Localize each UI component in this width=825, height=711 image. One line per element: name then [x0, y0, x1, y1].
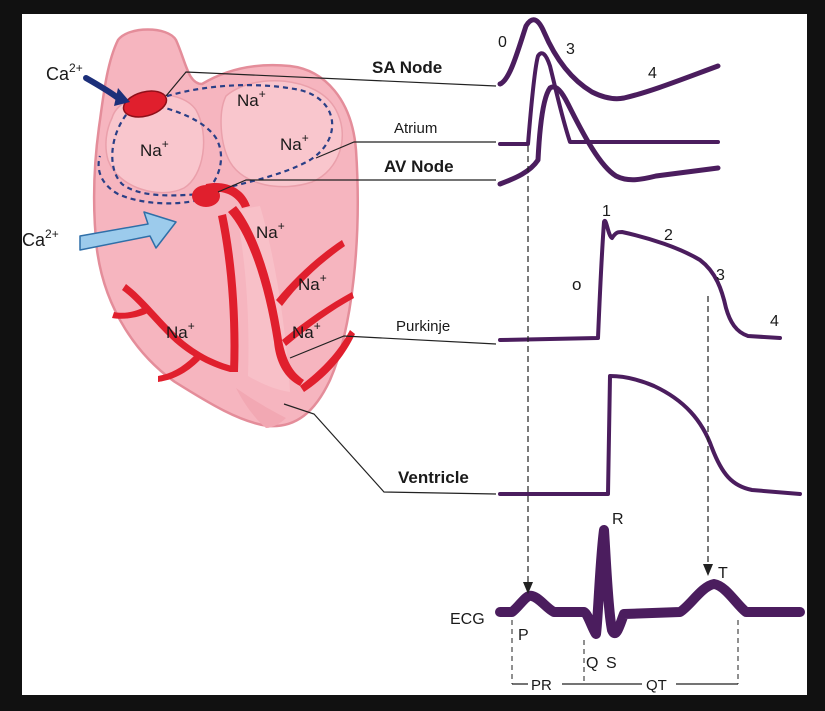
cardiac-action-potential-diagram: Ca2+ Ca2+ Na+ Na+ Na+ Na+ Na+ Na+ Na+ SA…: [22, 17, 805, 694]
leader-purkinje: [289, 335, 497, 359]
label-ventricle: Ventricle: [398, 468, 469, 487]
action-potential-traces: [495, 17, 805, 639]
leader-ventricle: [283, 403, 497, 495]
right-bundle-branch: [218, 214, 239, 372]
trace-sa-node: [497, 17, 721, 102]
internodal-pathways: [97, 84, 334, 205]
phase-pk-4: 4: [770, 313, 779, 330]
wave-p: P: [518, 627, 529, 644]
ecg-wave-labels: P Q R S T: [518, 511, 728, 672]
phase-pk-0: o: [572, 275, 581, 294]
na-label-6: Na+: [166, 319, 195, 342]
ca-arrow-dark-icon: [83, 75, 121, 101]
timing-guides: PR QT: [511, 146, 739, 694]
leader-atrium: [315, 141, 496, 159]
sa-node: [122, 90, 168, 118]
label-purkinje: Purkinje: [396, 318, 450, 335]
trace-purkinje: [498, 218, 782, 342]
right-atrium-lobe: [105, 93, 205, 194]
leader-av-node: [217, 179, 496, 193]
phase-sa-3: 3: [566, 41, 575, 58]
interval-qt: QT: [646, 677, 667, 694]
interval-pr: PR: [531, 677, 552, 694]
right-fibers: [112, 284, 232, 382]
phase-pk-2: 2: [664, 227, 673, 244]
wave-s: S: [606, 655, 617, 672]
av-node: [192, 185, 220, 207]
ca-arrow-light-icon: [79, 211, 177, 251]
na-label-3: Na+: [280, 131, 309, 154]
left-fibers: [276, 240, 355, 392]
trace-ecg: [495, 525, 805, 639]
label-av-node: AV Node: [384, 157, 454, 176]
leader-sa-node: [165, 71, 497, 97]
na-label-7: Na+: [292, 319, 321, 342]
leader-lines: [165, 71, 497, 495]
phase-pk-3: 3: [716, 267, 725, 284]
arrowhead-p-icon: [523, 582, 533, 594]
left-bundle-branch: [228, 206, 304, 386]
na-label-2: Na+: [140, 137, 169, 160]
arrowhead-t-icon: [703, 564, 713, 576]
wave-t: T: [718, 565, 728, 582]
apex-fold: [236, 388, 286, 428]
heart-illustration: [92, 28, 359, 428]
wave-r: R: [612, 511, 624, 528]
trace-av-node: [497, 84, 721, 187]
phase-sa-4: 4: [648, 65, 657, 82]
ion-labels: Ca2+ Ca2+ Na+ Na+ Na+ Na+ Na+ Na+ Na+: [22, 61, 327, 342]
trace-atrium: [498, 51, 720, 146]
label-ecg: ECG: [450, 611, 485, 628]
label-sa-node: SA Node: [372, 58, 442, 77]
phase-pk-1: 1: [602, 203, 611, 220]
diagram-panel: Ca2+ Ca2+ Na+ Na+ Na+ Na+ Na+ Na+ Na+ SA…: [22, 14, 807, 695]
structure-labels: SA Node Atrium AV Node Purkinje Ventricl…: [372, 58, 485, 628]
na-label-4: Na+: [256, 219, 285, 242]
trace-ventricle: [498, 374, 802, 496]
phase-numbers: 0 3 4 o 1 2 3 4: [498, 34, 779, 330]
ca-arrowhead-dark-icon: [114, 88, 130, 106]
ca-label-top: Ca2+: [46, 61, 83, 84]
wave-q: Q: [586, 655, 598, 672]
na-label-5: Na+: [298, 271, 327, 294]
ca-label-bottom: Ca2+: [22, 227, 59, 250]
phase-sa-0: 0: [498, 34, 507, 51]
na-label-1: Na+: [237, 87, 266, 110]
label-atrium: Atrium: [394, 120, 437, 137]
